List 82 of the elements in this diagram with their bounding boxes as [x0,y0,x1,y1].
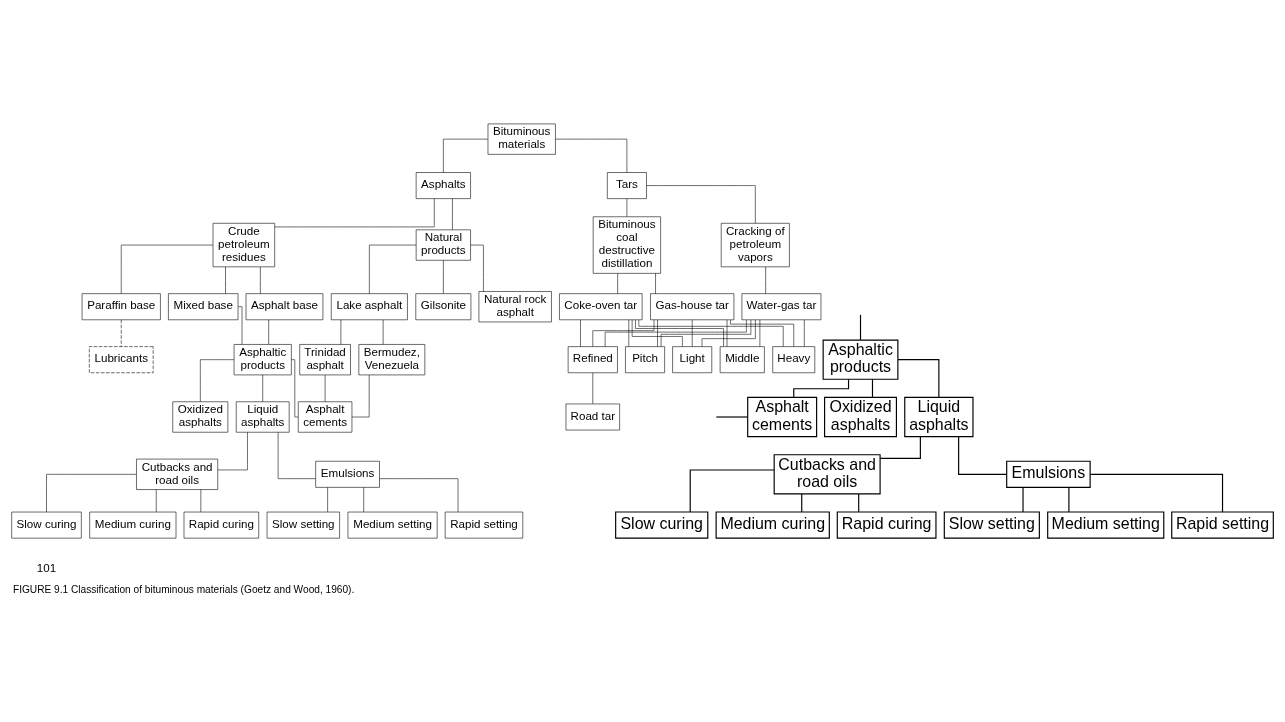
node-box: Paraffin base [81,292,161,320]
node-box: Heavy [772,345,816,373]
node-box: Medium setting [1047,510,1165,539]
connector [657,319,658,347]
node-box: Cutbacks and road oils [136,458,218,490]
node-box: Coke-oven tar [559,292,643,320]
caption: FIGURE 9.1 Classification of bituminous materials (Goetz and Wood, 1960). [12,583,355,595]
node-box: Trinidad asphalt [299,343,351,375]
node-box: Asphalt cements [297,400,353,433]
node-box: Light [672,345,713,373]
connector [759,319,761,347]
connector [730,319,795,347]
node-box: Refined [567,345,618,373]
node-box: Water-gas tar [741,292,822,320]
connector [879,435,921,459]
node-box: Rapid setting [1171,510,1274,539]
node-box: Slow curing [11,511,82,538]
node-box: Slow setting [266,511,340,538]
node-box: Tars [607,171,647,199]
node-box: Bermudez, Venezuela [358,343,426,375]
connector [655,272,656,294]
node-box: Rapid curing [836,510,937,539]
node-box: Natural products [415,229,471,261]
connector [638,319,784,347]
node-box: Middle [719,345,765,373]
connector [859,313,862,340]
connector [635,319,724,347]
node-box: Gilsonite [415,292,472,320]
node-box: Rapid curing [183,511,259,538]
connector [958,435,1008,475]
node-box: Asphaltic products [233,343,292,375]
node-box: Lake asphalt [330,292,408,320]
node-box: Natural rock asphalt [478,290,552,322]
node-box: Emulsions [315,460,380,488]
node-box: Asphaltic products [822,339,899,380]
connector [443,138,489,173]
node-box: Slow setting [943,510,1040,539]
connector [604,319,747,347]
connector [689,468,775,513]
connector [1068,486,1070,512]
connector [617,272,618,294]
connector [715,415,748,418]
node-box: Rapid setting [444,511,524,538]
node-box: Lubricants [89,345,154,373]
node-box: Cutbacks and road oils [773,453,881,494]
node-box: Asphalt cements [747,396,818,437]
connector [379,477,459,512]
connector [327,486,328,512]
label: 101 [36,560,57,574]
connector [691,319,693,347]
connector [631,319,683,347]
node-box: Slow curing [615,510,709,539]
node-box: Mixed base [168,292,239,320]
node-box: Liquid asphalts [904,396,974,437]
connector [1022,486,1024,512]
node-box: Medium setting [347,511,438,538]
node-box: Cracking of petroleum vapors [720,222,790,267]
node-box: Bituminous materials [487,123,556,155]
connector [660,319,752,347]
connector [1089,473,1224,513]
node-box: Medium curing [89,511,177,538]
connector [701,319,756,347]
connector [291,358,299,417]
node-box: Asphalts [415,171,471,199]
node-box: Emulsions [1006,460,1091,488]
connector [897,358,940,398]
node-box: Oxidized asphalts [824,396,897,437]
node-box: Gas-house tar [650,292,735,320]
connector [793,378,850,398]
node-box: Medium curing [715,510,830,539]
node-box: Bituminous coal destructive distillation [592,215,661,274]
connector [470,244,484,292]
connector [628,319,630,347]
connector [580,319,581,347]
node-box: Road tar [565,403,620,430]
node-box: Liquid asphalts [235,400,290,433]
node-box: Oxidized asphalts [172,400,229,433]
node-box: Pitch [625,345,665,373]
node-box: Asphalt base [245,292,324,320]
node-box: Crude petroleum residues [212,222,275,267]
connector [592,319,655,347]
connector [46,473,137,512]
